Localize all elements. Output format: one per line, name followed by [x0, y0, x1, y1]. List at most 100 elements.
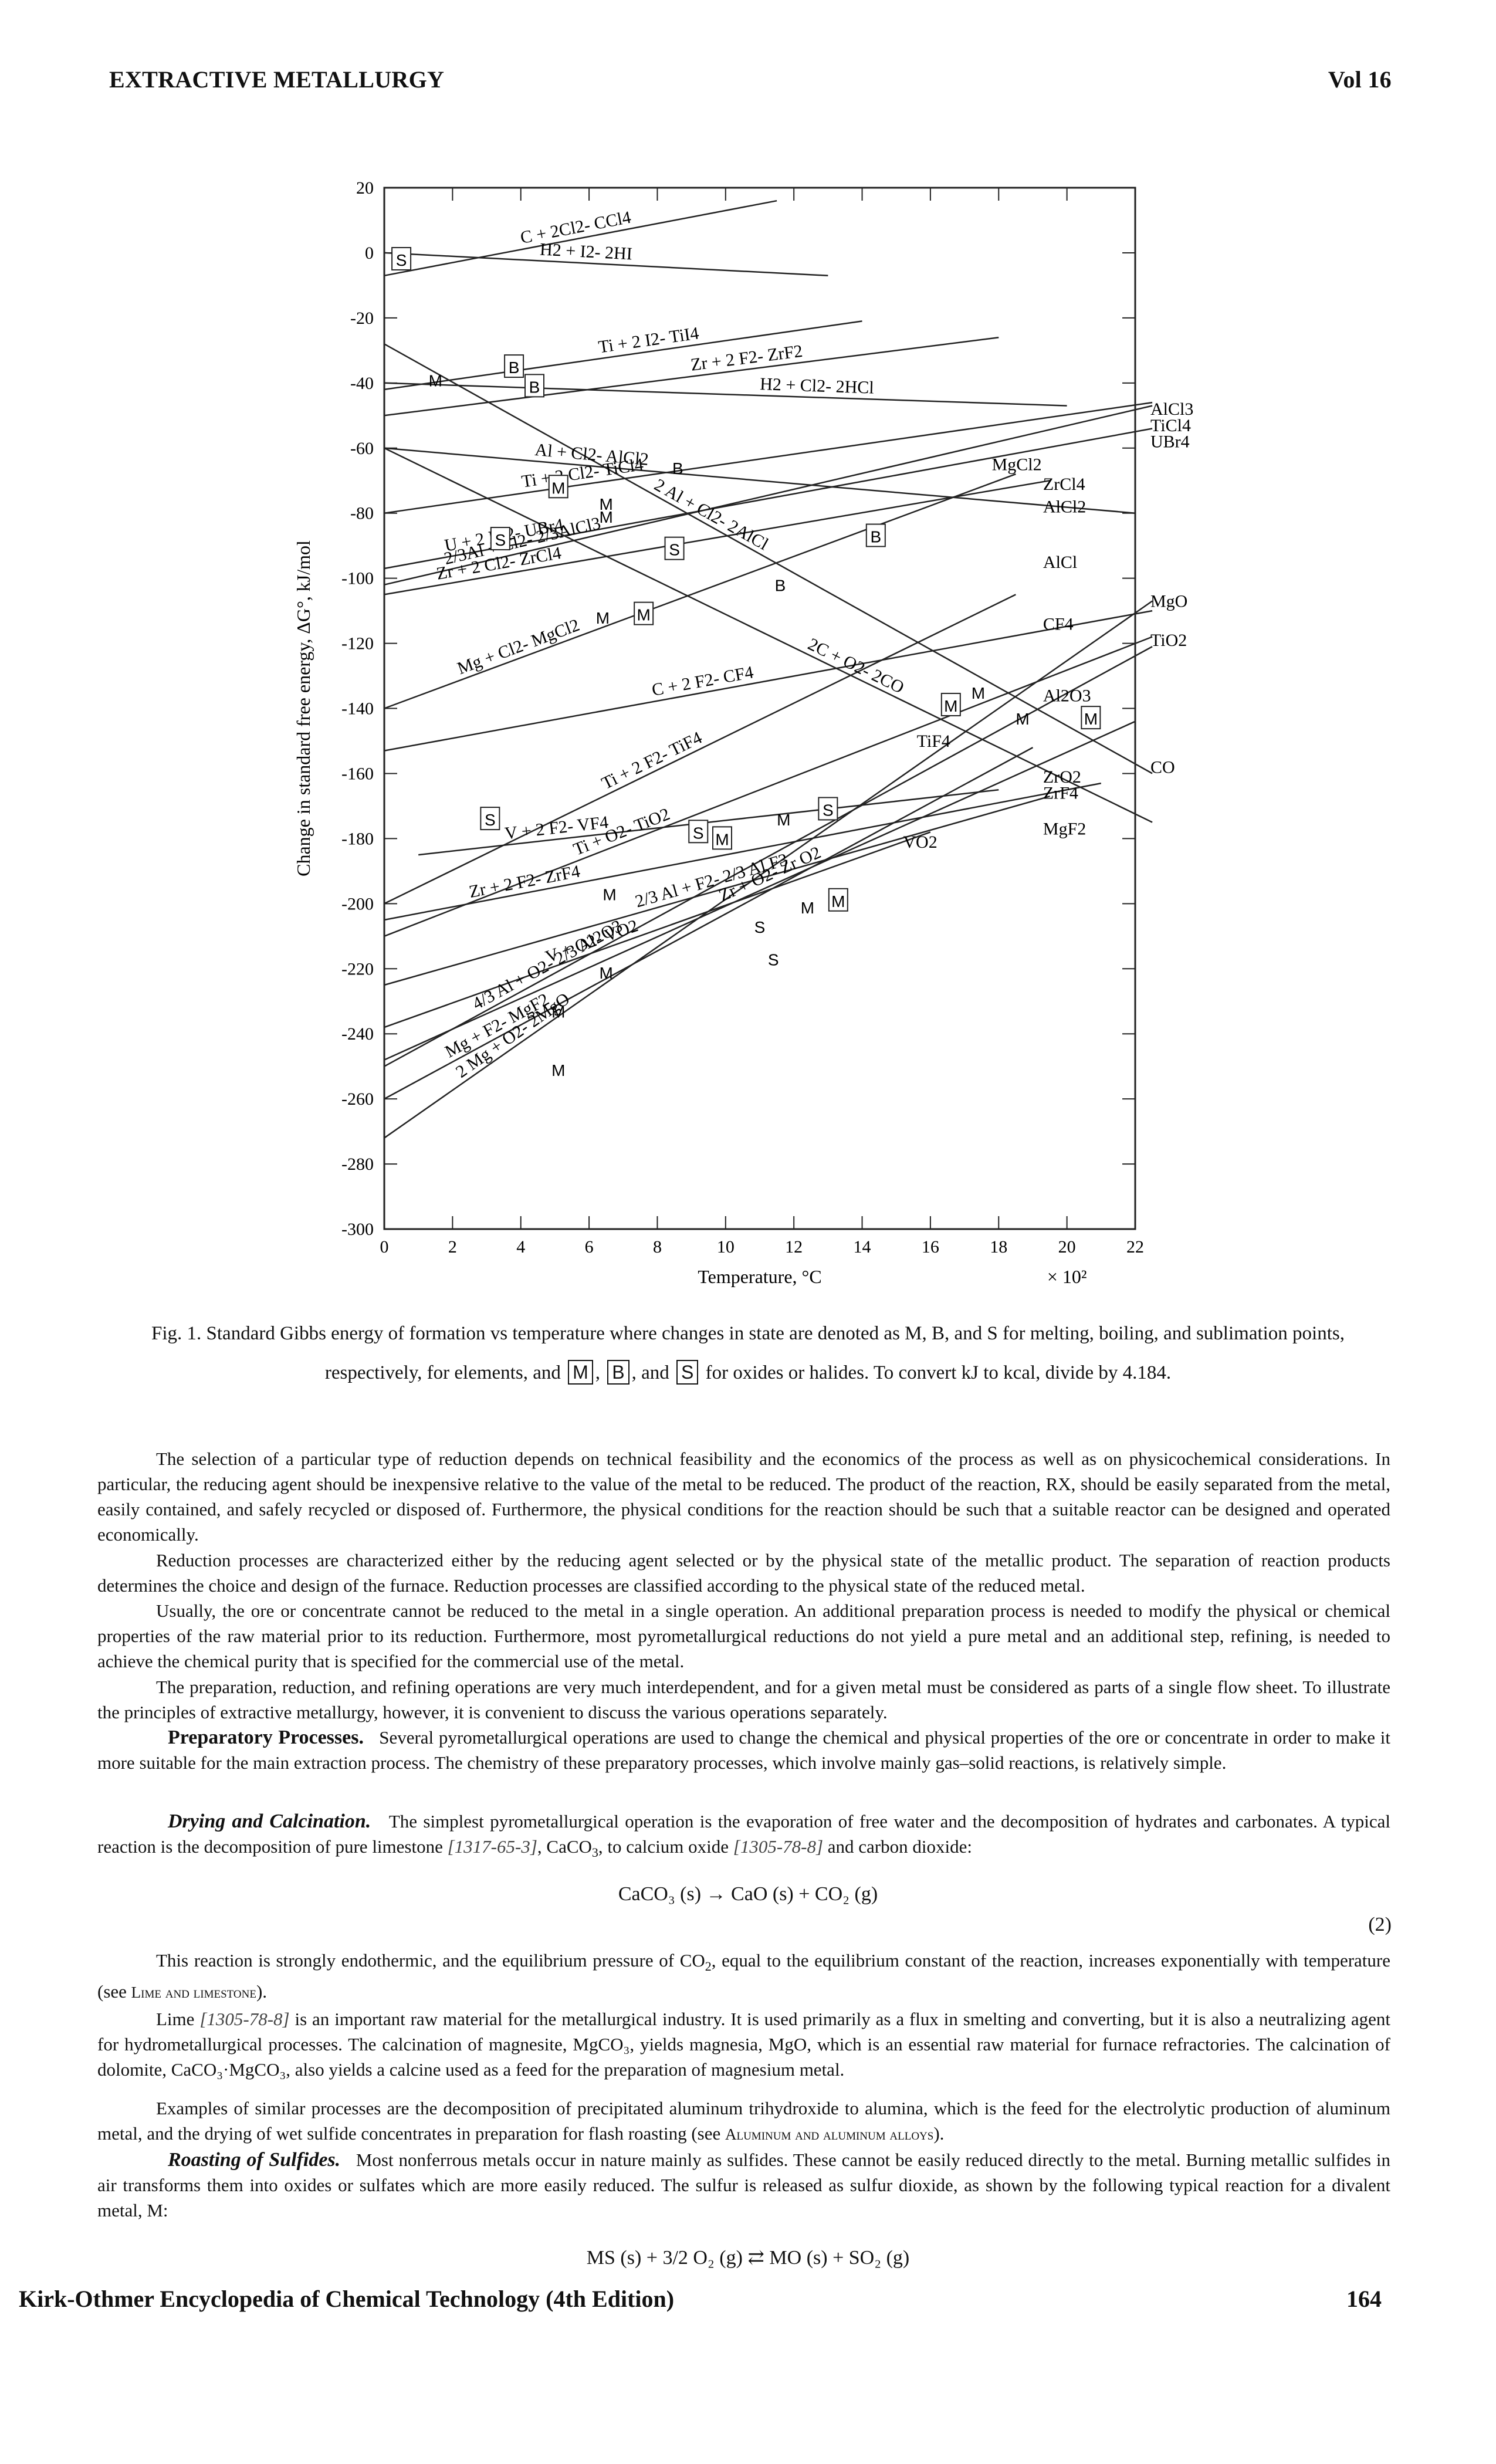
x-tick-label: 18	[990, 1237, 1007, 1257]
y-tick-label: -260	[341, 1089, 374, 1109]
y-tick-label: -140	[341, 699, 374, 719]
state-change-marker: S	[669, 541, 680, 559]
y-tick-label: -20	[350, 309, 374, 328]
crossref-lime-limestone[interactable]: Lime and limestone	[131, 1984, 256, 2002]
lime-text-a: Lime	[156, 2009, 195, 2029]
crossref-aluminum-alloys[interactable]: Aluminum and aluminum alloys	[725, 2125, 934, 2143]
drying-text-b: , CaCO	[537, 1836, 592, 1857]
state-change-box	[490, 527, 510, 551]
state-change-marker: M	[551, 1061, 565, 1079]
endothermic-text-b: , equal to the equilibrium constant of t…	[97, 1950, 1390, 2002]
similar-text-b: ).	[933, 2123, 945, 2144]
y-tick-label: -160	[341, 764, 374, 783]
series-line	[384, 720, 1136, 1061]
state-change-marker: S	[823, 801, 834, 819]
series-line	[384, 636, 1153, 937]
endothermic-text-c: ).	[256, 1981, 268, 2002]
state-change-marker: B	[529, 378, 540, 396]
product-label: TiO2	[1150, 631, 1187, 650]
y-tick-label: 0	[365, 243, 374, 263]
product-label: AlCl2	[1043, 497, 1086, 517]
series-line	[384, 610, 1153, 752]
product-label: MgCl2	[992, 455, 1042, 474]
state-change-marker: M	[603, 886, 616, 904]
caption-comma: ,	[595, 1362, 600, 1383]
series-line	[384, 199, 777, 277]
state-change-marker: M	[600, 508, 613, 526]
reaction-label: C + 2 F2- CF4	[651, 662, 755, 700]
product-label: ZrF4	[1043, 784, 1078, 803]
product-label: MgO	[1150, 591, 1187, 611]
footer-publication: Kirk-Othmer Encyclopedia of Chemical Tec…	[19, 2286, 675, 2312]
state-change-marker: M	[777, 811, 790, 829]
series-line	[384, 401, 1153, 514]
y-tick-label: -180	[341, 829, 374, 848]
similar-text-a: Examples of similar processes are the de…	[97, 2098, 1390, 2144]
y-tick-label: -80	[350, 504, 374, 523]
state-change-marker: S	[754, 918, 766, 936]
state-change-marker: M	[600, 964, 613, 982]
y-tick-label: -100	[341, 569, 374, 588]
equation-number: (2)	[1368, 1914, 1392, 1935]
state-change-marker: B	[672, 459, 683, 478]
state-change-marker: S	[485, 811, 496, 829]
state-change-box	[504, 354, 524, 378]
sublimation-legend-box: S	[676, 1360, 699, 1385]
product-label: TiCl4	[1150, 416, 1191, 435]
series-line	[384, 479, 1050, 595]
state-change-marker: M	[972, 684, 985, 702]
y-tick-label: -200	[341, 894, 374, 913]
state-change-marker: B	[509, 358, 520, 377]
drying-text-c: , to calcium oxide	[598, 1836, 729, 1857]
product-label: AlCl3	[1150, 400, 1193, 419]
reaction-label: H2 + I2- 2HI	[539, 240, 632, 264]
state-change-box	[865, 523, 886, 547]
x-tick-label: 6	[585, 1237, 594, 1257]
state-change-box	[391, 247, 412, 271]
caption-text-a: respectively, for elements, and	[324, 1362, 561, 1383]
series-line	[384, 831, 931, 1028]
equation-roasting: MS (s) + 3/2 O₂ (g) ⇄ MO (s) + SO₂ (g)	[586, 2247, 910, 2269]
state-change-box	[818, 797, 838, 821]
state-change-box	[688, 820, 709, 844]
series-line	[384, 473, 1016, 709]
series-line	[384, 428, 1153, 570]
series-line	[384, 405, 1153, 585]
y-tick-label: -120	[341, 634, 374, 654]
series-line	[384, 796, 1050, 986]
footer-page-number: 164	[1346, 2286, 1382, 2312]
caption-and: , and	[631, 1362, 669, 1383]
state-change-box	[940, 692, 961, 716]
caption-text-b: for oxides or halides. To convert kJ to …	[705, 1362, 1172, 1383]
paragraph-reduction-selection: The selection of a particular type of re…	[97, 1448, 1390, 1545]
series-line	[384, 447, 1153, 823]
x-tick-label: 12	[785, 1237, 803, 1257]
state-change-marker: M	[429, 371, 442, 390]
series-line	[384, 252, 828, 277]
product-label: AlCl	[1043, 553, 1077, 572]
state-change-marker: M	[637, 606, 651, 624]
running-header-title: EXTRACTIVE METALLURGY	[109, 66, 445, 93]
endothermic-text-a: This reaction is strongly endothermic, a…	[156, 1950, 705, 1971]
x-tick-label: 10	[717, 1237, 735, 1257]
y-tick-label: -240	[341, 1024, 374, 1044]
preparatory-text: Several pyrometallurgical operations are…	[97, 1727, 1391, 1773]
y-tick-label: -60	[350, 439, 374, 458]
state-change-marker: M	[715, 830, 729, 848]
reaction-label: Ti + 2 F2- TiF4	[598, 728, 705, 793]
paragraph-preparation: Usually, the ore or concentrate cannot b…	[97, 1600, 1390, 1671]
series-line	[384, 782, 1102, 921]
product-label: UBr4	[1150, 432, 1190, 452]
reaction-label: H2 + Cl2- 2HCl	[760, 374, 874, 397]
y-axis-label: Change in standard free energy, ΔG°, kJ/…	[293, 540, 314, 876]
heading-roasting-sulfides: Roasting of Sulfides.	[168, 2149, 341, 2171]
state-change-box	[524, 374, 544, 398]
y-tick-label: -300	[341, 1220, 374, 1239]
reaction-label: 2C + O2- 2CO	[805, 634, 907, 698]
boiling-legend-box: B	[607, 1360, 629, 1385]
x-tick-label: 4	[516, 1237, 525, 1257]
heading-preparatory-processes: Preparatory Processes.	[168, 1727, 364, 1748]
paragraph-endothermic: This reaction is strongly endothermic, a…	[97, 1950, 1390, 2002]
x-tick-label: 8	[653, 1237, 662, 1257]
x-axis-multiplier: × 10²	[1047, 1266, 1087, 1287]
